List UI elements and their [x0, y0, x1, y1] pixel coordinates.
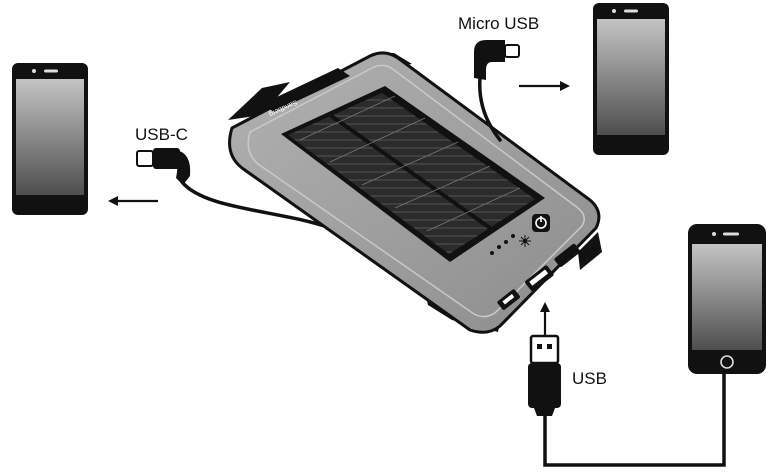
micro-usb-label: Micro USB: [458, 14, 539, 33]
usb-c-connector: [136, 148, 191, 185]
top-right-phone-screen: [597, 19, 665, 135]
sun-icon: [519, 235, 531, 247]
bottom-right-phone-screen: [692, 244, 762, 350]
bottom-right-phone: [688, 224, 766, 374]
micro-usb-cable: [478, 76, 502, 142]
solar-panel: [281, 86, 545, 262]
left-phone: [12, 63, 88, 215]
arrow-left-icon: [108, 196, 158, 206]
ports: [497, 243, 581, 310]
home-button-icon: [720, 355, 734, 369]
port-usb-c: [554, 243, 581, 267]
solar-power-bank: Sandberg: [228, 51, 602, 334]
top-right-phone: [593, 3, 669, 155]
usb-label: USB: [572, 369, 607, 388]
left-phone-screen: [16, 79, 84, 195]
usb-c-label: USB-C: [135, 125, 188, 144]
usb-cable: [543, 372, 726, 467]
battery-led-indicators: [490, 234, 515, 255]
arrow-right-icon: [519, 81, 570, 91]
usb-a-connector: [528, 334, 561, 416]
power-button[interactable]: [532, 214, 550, 232]
micro-usb-connector: [474, 40, 520, 80]
arrow-up-icon: [540, 302, 550, 338]
